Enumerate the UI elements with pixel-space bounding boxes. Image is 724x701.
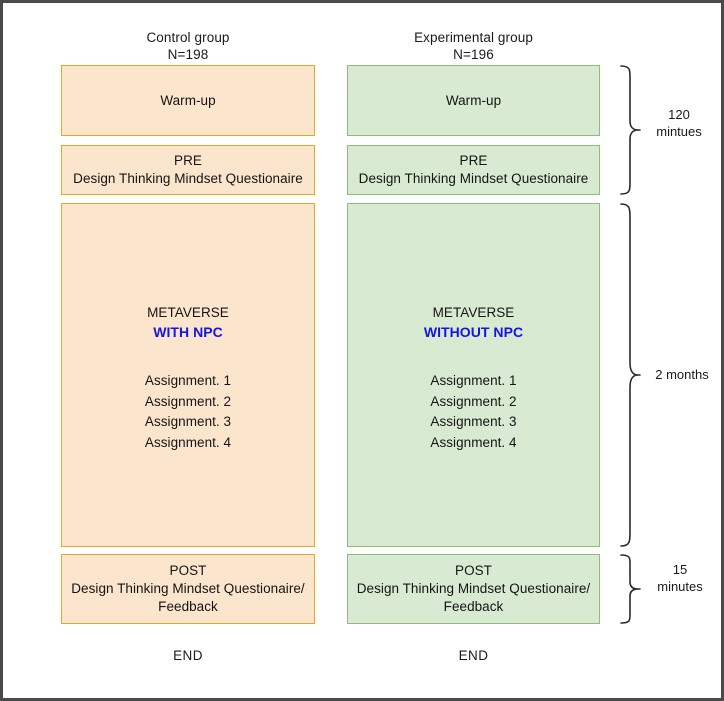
- assignment-list-control: Assignment. 1 Assignment. 2 Assignment. …: [145, 371, 231, 453]
- stage-label: Warm-up: [160, 92, 216, 108]
- list-item: Assignment. 3: [430, 414, 517, 429]
- stage-label-line-1: PRE: [174, 153, 202, 168]
- metaverse-title: METAVERSE: [147, 305, 229, 320]
- end-label-experimental: END: [458, 648, 489, 663]
- stage-box-control-post[interactable]: POST Design Thinking Mindset Questionair…: [61, 554, 315, 624]
- stage-box-experimental-metaverse[interactable]: METAVERSE WITHOUT NPC Assignment. 1 Assi…: [347, 203, 600, 547]
- diagram-canvas: Control group N=198 Experimental group N…: [3, 3, 721, 698]
- stage-label-line-1: POST: [455, 563, 492, 578]
- curly-brace-icon-phase2: [618, 203, 641, 547]
- experimental-group-title: Experimental group: [414, 30, 533, 45]
- experimental-group-n: N=196: [453, 47, 494, 62]
- curly-brace-icon-phase1: [618, 65, 641, 195]
- duration-label-phase1: 120 mintues: [642, 106, 716, 140]
- list-item: Assignment. 2: [430, 393, 517, 409]
- stage-label-line-1: PRE: [459, 153, 488, 168]
- duration-label-phase2: 2 months: [642, 366, 721, 383]
- duration-unit: mintues: [656, 124, 702, 139]
- list-item: Assignment. 2: [144, 393, 232, 409]
- metaverse-condition-label: WITH NPC: [153, 324, 223, 340]
- stage-label-line-1: POST: [169, 563, 207, 578]
- duration-value: 120: [668, 107, 690, 122]
- stage-box-control-metaverse[interactable]: METAVERSE WITH NPC Assignment. 1 Assignm…: [61, 203, 315, 547]
- column-header-control: Control group N=198: [61, 29, 315, 63]
- curly-brace-icon-phase3: [618, 554, 641, 624]
- stage-label-line-2: Design Thinking Mindset Questionaire/: [356, 581, 591, 596]
- duration-label-phase3: 15 minutes: [642, 561, 718, 595]
- metaverse-condition-label: WITHOUT NPC: [423, 324, 524, 340]
- stage-box-experimental-post[interactable]: POST Design Thinking Mindset Questionair…: [347, 554, 600, 624]
- list-item: Assignment. 4: [430, 434, 517, 450]
- list-item: Assignment. 4: [144, 434, 232, 450]
- column-header-experimental: Experimental group N=196: [347, 29, 600, 63]
- stage-label-line-2: Design Thinking Mindset Questionaire: [73, 171, 303, 186]
- stage-label-line-2: Design Thinking Mindset Questionaire/: [71, 581, 305, 596]
- end-label-control: END: [173, 648, 203, 663]
- assignment-list-experimental: Assignment. 1 Assignment. 2 Assignment. …: [430, 371, 516, 453]
- control-group-title: Control group: [146, 30, 230, 45]
- list-item: Assignment. 1: [144, 373, 232, 388]
- stage-box-control-warmup[interactable]: Warm-up: [61, 65, 315, 136]
- stage-box-experimental-pre[interactable]: PRE Design Thinking Mindset Questionaire: [347, 145, 600, 195]
- list-item: Assignment. 1: [430, 373, 517, 388]
- duration-unit: minutes: [657, 579, 703, 594]
- control-group-n: N=198: [167, 47, 209, 62]
- list-item: Assignment. 3: [144, 414, 232, 429]
- metaverse-title: METAVERSE: [432, 305, 515, 320]
- stage-box-control-pre[interactable]: PRE Design Thinking Mindset Questionaire: [61, 145, 315, 195]
- stage-label: Warm-up: [445, 92, 502, 108]
- duration-value: 15: [672, 562, 688, 577]
- stage-box-experimental-warmup[interactable]: Warm-up: [347, 65, 600, 136]
- stage-label-line-3: Feedback: [158, 599, 218, 614]
- stage-label-line-2: Design Thinking Mindset Questionaire: [358, 171, 589, 186]
- stage-label-line-3: Feedback: [443, 599, 504, 614]
- duration-value: 2 months: [655, 367, 709, 382]
